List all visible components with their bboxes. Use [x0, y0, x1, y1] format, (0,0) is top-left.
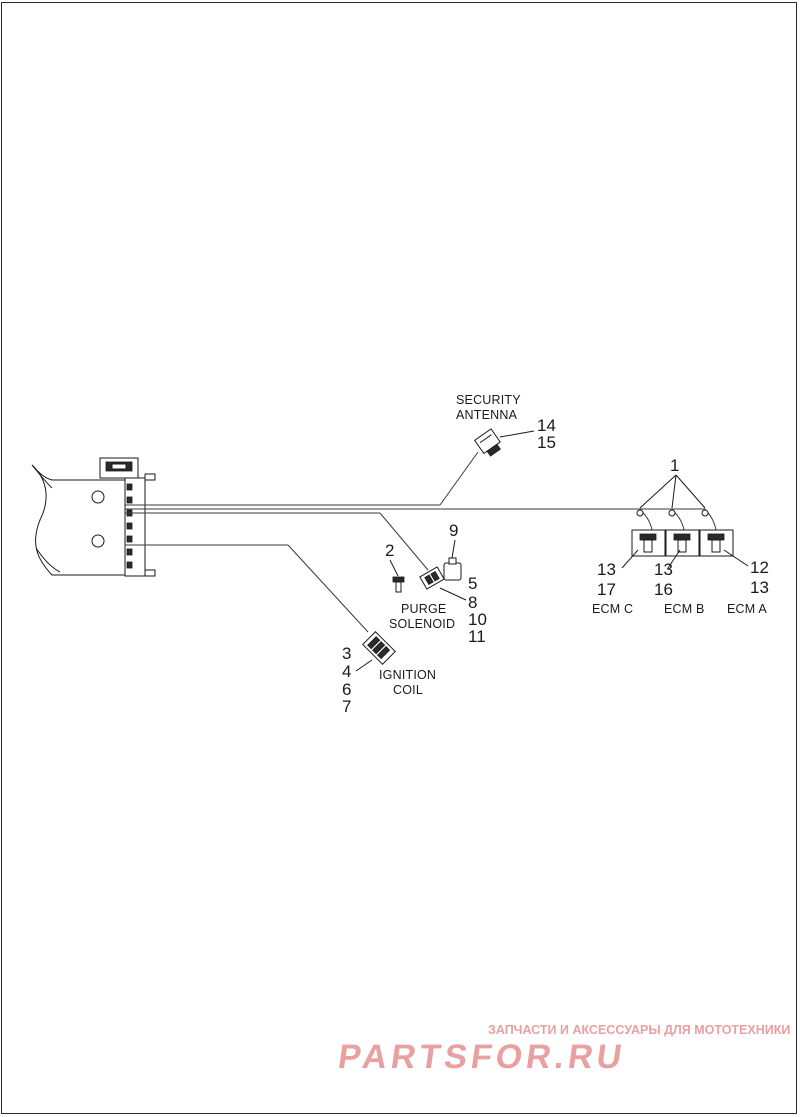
ecm-c-label: ECM C [592, 602, 633, 616]
purge-bolt-ref: 2 [385, 541, 394, 560]
ecm-a-part [699, 509, 734, 557]
harness-wires [125, 451, 717, 633]
security-antenna-label-line1: SECURITY [456, 393, 521, 407]
ecm-b-label: ECM B [664, 602, 705, 616]
security-antenna-part [473, 428, 535, 457]
purge-solenoid-ref-3: 10 [468, 610, 487, 629]
purge-solenoid-label-line1: PURGE [401, 602, 446, 616]
ecm-leaders [621, 474, 749, 569]
ignition-coil-ref-3: 6 [342, 680, 351, 699]
ecm-b-ref-2: 16 [654, 580, 673, 599]
ignition-coil-part [355, 631, 396, 672]
ignition-coil-label-line2: COIL [393, 683, 423, 697]
ecm-b-ref-1: 13 [654, 560, 673, 579]
ignition-coil-ref-1: 3 [342, 644, 351, 663]
purge-solenoid-ref-2: 8 [468, 593, 477, 612]
ecm-c-ref-1: 13 [597, 560, 616, 579]
purge-bracket-ref: 9 [449, 521, 458, 540]
ecm-c-ref-2: 17 [597, 580, 616, 599]
purge-solenoid-ref-1: 5 [468, 574, 477, 593]
watermark-tagline: ЗАПЧАСТИ И АКСЕССУАРЫ ДЛЯ МОТОТЕХНИКИ [488, 1023, 790, 1037]
ignition-coil-ref-4: 7 [342, 697, 351, 716]
ecm-b-part [665, 509, 700, 557]
ignition-coil-label-line1: IGNITION [379, 668, 436, 682]
security-antenna-ref-1: 14 [537, 416, 556, 435]
ignition-coil-ref-2: 4 [342, 662, 351, 681]
purge-bolt-part [389, 559, 405, 593]
ecm-a-ref-1: 12 [750, 558, 769, 577]
purge-solenoid-part [419, 539, 467, 601]
frame-top-connector [99, 457, 139, 479]
ecm-a-label: ECM A [727, 602, 767, 616]
security-antenna-label-line2: ANTENNA [456, 408, 518, 422]
purge-solenoid-ref-4: 11 [468, 627, 486, 646]
purge-solenoid-label-line2: SOLENOID [389, 617, 455, 631]
security-antenna-ref-2: 15 [537, 433, 556, 452]
ecm-c-part [631, 509, 666, 557]
ecm-group-ref: 1 [670, 456, 679, 475]
watermark: ЗАПЧАСТИ И АКСЕССУАРЫ ДЛЯ МОТОТЕХНИКИ PA… [336, 1023, 791, 1076]
watermark-logo: PARTSFOR.RU [336, 1038, 628, 1076]
frame-bracket [31, 457, 156, 577]
ecm-a-ref-2: 13 [750, 578, 769, 597]
